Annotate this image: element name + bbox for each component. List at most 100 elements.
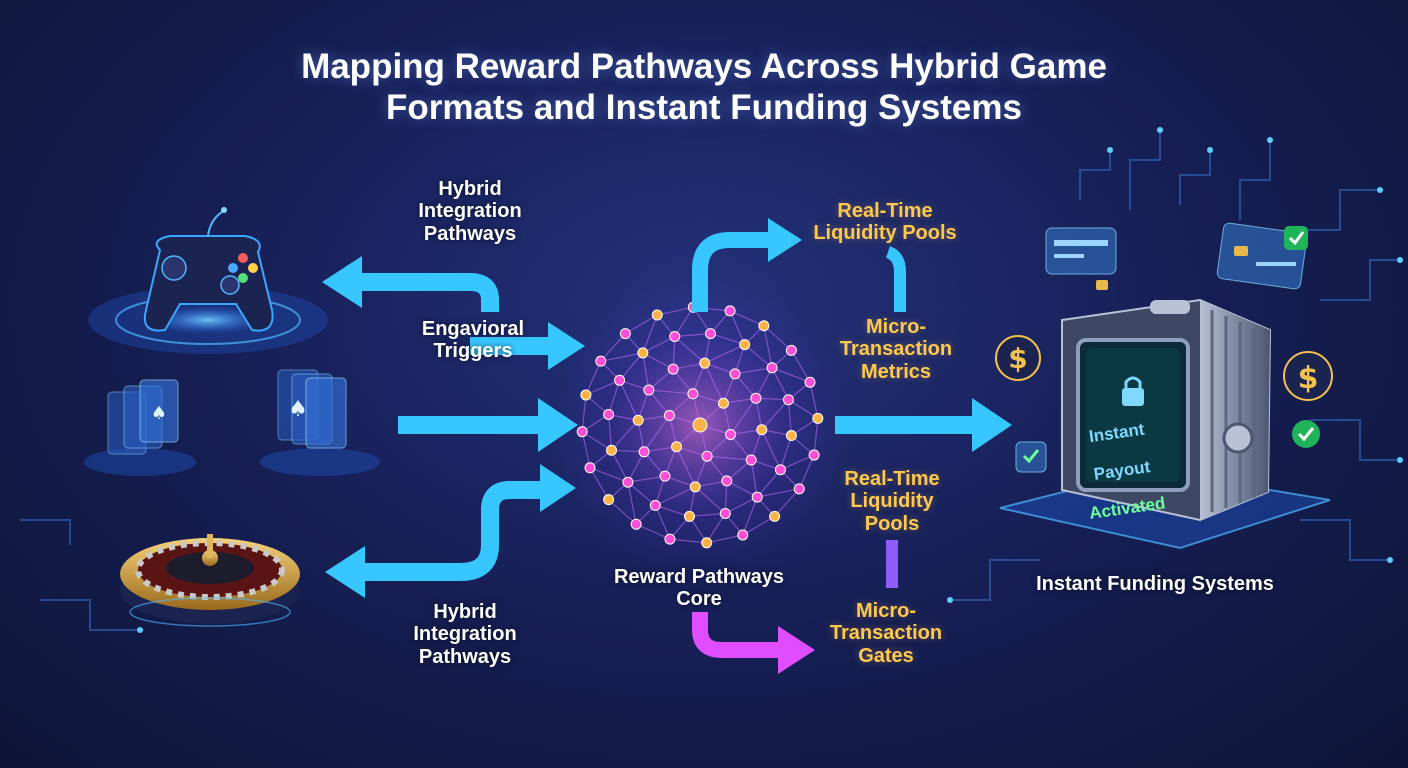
- network-node: [725, 428, 737, 440]
- connector-liquidity-metrics: [885, 246, 906, 312]
- label-hybrid-integration-top: Hybrid Integration Pathways: [418, 178, 522, 245]
- connector-liquidity-gates: [886, 540, 898, 588]
- arrow-cards-head: [538, 398, 578, 452]
- network-link: [729, 310, 765, 327]
- label-behavioral-triggers: Engavioral Triggers: [421, 318, 525, 363]
- dollar-coin-icon: $: [1283, 351, 1333, 401]
- network-link: [655, 486, 696, 506]
- network-link: [704, 344, 745, 364]
- network-node: [580, 389, 592, 401]
- network-node: [751, 491, 763, 503]
- network-node: [793, 483, 805, 495]
- network-link: [742, 496, 758, 536]
- network-node: [739, 339, 751, 351]
- network-node: [659, 470, 671, 482]
- network-link: [744, 344, 773, 369]
- network-node: [721, 475, 733, 487]
- network-node: [701, 537, 713, 549]
- network-link: [611, 449, 629, 483]
- svg-text:♠: ♠: [288, 397, 308, 422]
- network-link: [790, 350, 811, 383]
- circuit-dots: [137, 127, 1403, 633]
- network-node: [576, 426, 588, 438]
- network-node: [630, 518, 642, 530]
- dollar-coin-icon: $: [995, 335, 1041, 381]
- network-link: [704, 362, 725, 404]
- network-node: [804, 376, 816, 388]
- network-node: [603, 494, 615, 506]
- network-node: [584, 462, 596, 474]
- svg-text:$: $: [1008, 342, 1027, 375]
- network-link: [600, 352, 643, 362]
- arrow-hybrid-bottom-end-head: [540, 464, 576, 512]
- network-node: [719, 507, 731, 519]
- network-link: [707, 455, 752, 461]
- network-node: [663, 410, 675, 422]
- vault-screen-line-1: Instant: [1087, 419, 1146, 447]
- network-link: [669, 538, 707, 544]
- network-link: [706, 534, 743, 544]
- network-link: [757, 488, 800, 498]
- network-link: [724, 496, 758, 514]
- network-link: [771, 367, 789, 401]
- network-node: [782, 394, 794, 406]
- network-link: [694, 486, 726, 514]
- card-stack-right: ♠: [260, 369, 380, 476]
- network-link: [657, 306, 694, 316]
- network-link: [771, 367, 811, 383]
- network-node: [643, 384, 655, 396]
- network-node: [651, 309, 663, 321]
- network-link: [750, 459, 758, 498]
- network-node: [785, 430, 797, 442]
- page-title: Mapping Reward Pathways Across Hybrid Ga…: [301, 47, 1107, 128]
- label-micro-transaction-metrics: Micro- Transaction Metrics: [839, 316, 953, 383]
- network-link: [788, 399, 819, 419]
- credit-card-icon: [1045, 227, 1117, 290]
- network-node: [671, 441, 683, 453]
- network-link: [674, 336, 706, 364]
- network-node: [699, 357, 711, 369]
- network-link: [581, 431, 612, 451]
- network-link: [627, 481, 656, 506]
- network-node: [622, 476, 634, 488]
- arrow-hybrid-top-head: [322, 256, 362, 308]
- network-link: [761, 429, 781, 470]
- network-link: [619, 380, 639, 421]
- network-node: [766, 362, 778, 374]
- network-link: [642, 336, 676, 354]
- network-link: [619, 352, 644, 381]
- network-node: [638, 446, 650, 458]
- network-node: [729, 368, 741, 380]
- network-node: [774, 464, 786, 476]
- network-link: [809, 382, 819, 419]
- network-node: [614, 374, 626, 386]
- network-node: [687, 388, 699, 400]
- network-node: [701, 450, 713, 462]
- arrow-hybrid-top: [360, 273, 499, 312]
- arrow-hybrid-bottom: [360, 481, 540, 581]
- network-link: [674, 306, 694, 337]
- network-node: [632, 414, 644, 426]
- svg-text:♠: ♠: [151, 403, 167, 424]
- network-link: [654, 505, 671, 540]
- network-link: [642, 314, 658, 354]
- network-link: [755, 367, 773, 399]
- network-link: [689, 512, 726, 517]
- network-link: [635, 523, 671, 540]
- network-link: [726, 480, 758, 498]
- arrow-liquidity-top-head: [768, 218, 802, 262]
- network-link: [627, 482, 637, 525]
- network-link: [787, 399, 792, 436]
- check-badge-icon: [1292, 420, 1320, 448]
- arrow-behavioral-head: [548, 322, 585, 370]
- padlock-icon: [1122, 376, 1144, 406]
- vault-icon: [1061, 298, 1272, 522]
- network-node: [717, 397, 729, 409]
- network-link: [608, 414, 613, 451]
- card-stack-left: ♠: [84, 379, 196, 476]
- network-link: [585, 360, 602, 396]
- arrow-hybrid-bottom-head: [325, 546, 365, 598]
- network-link: [729, 310, 746, 345]
- network-node: [619, 328, 631, 340]
